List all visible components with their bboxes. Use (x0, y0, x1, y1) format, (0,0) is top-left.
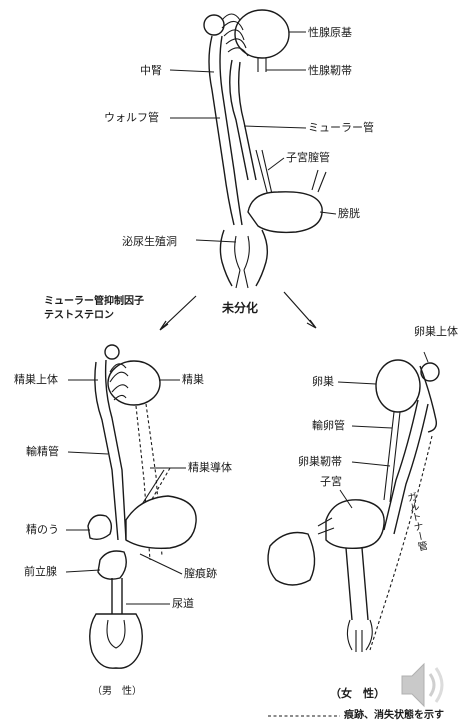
gonad-shape (235, 10, 289, 58)
bladder-shape (248, 192, 322, 233)
label-undifferentiated: 未分化 (222, 302, 258, 314)
label-vas-deferens: 輸精管 (26, 446, 59, 458)
caption-female: （女 性） (330, 688, 385, 700)
epoophoron-shape (421, 363, 439, 381)
female-bladder-shape (268, 533, 315, 586)
arrow-to-male (160, 296, 196, 330)
male-bladder-shape (126, 496, 196, 548)
label-urethra: 尿道 (172, 598, 194, 610)
appendix-shape (204, 15, 224, 35)
label-uterine-ligament: 子宮膣管 (286, 152, 330, 164)
arrow-to-female (284, 292, 316, 328)
scrotum-shape (90, 614, 143, 668)
label-muller-duct: ミューラー管 (308, 122, 374, 134)
label-prostate: 前立腺 (24, 566, 57, 578)
label-epididymis: 精巣上体 (14, 374, 58, 386)
label-factor-line2: テストステロン (44, 310, 114, 322)
label-gonad-ligament: 性腺靭帯 (308, 65, 352, 77)
label-gubernaculum: 精巣導体 (188, 462, 232, 474)
appendix-testis (105, 345, 119, 359)
label-urogenital-sinus: 泌尿生殖洞 (122, 236, 177, 248)
label-gonad: 性腺原基 (308, 27, 352, 39)
label-wolff-duct: ウォルフ管 (104, 112, 159, 124)
caption-male: （男 性） (92, 686, 142, 698)
legend-text: 痕跡、消失状態を示す (344, 710, 444, 722)
undifferentiated-stage (170, 10, 336, 288)
ovary-shape (376, 360, 420, 412)
label-testis: 精巣 (182, 374, 204, 386)
label-bladder: 膀胱 (338, 208, 360, 220)
uterus-shape (326, 500, 384, 548)
label-ovary: 卵巣 (312, 376, 334, 388)
label-factor-line1: ミューラー管抑制因子 (44, 296, 144, 308)
label-seminal-vesicle: 精のう (26, 524, 59, 536)
label-oviduct: 輸卵管 (312, 420, 345, 432)
label-ovary-ligament: 卵巣靭帯 (298, 456, 342, 468)
male-stage (66, 345, 196, 668)
vesicle-shape (88, 515, 111, 539)
label-mesonephros: 中腎 (140, 65, 162, 77)
label-vaginal-remnant: 膣痕跡 (184, 568, 217, 580)
speaker-icon[interactable] (402, 664, 442, 706)
label-epoophoron: 卵巣上体 (414, 326, 458, 338)
prostate-shape (98, 551, 126, 579)
label-uterus: 子宮 (320, 476, 342, 488)
